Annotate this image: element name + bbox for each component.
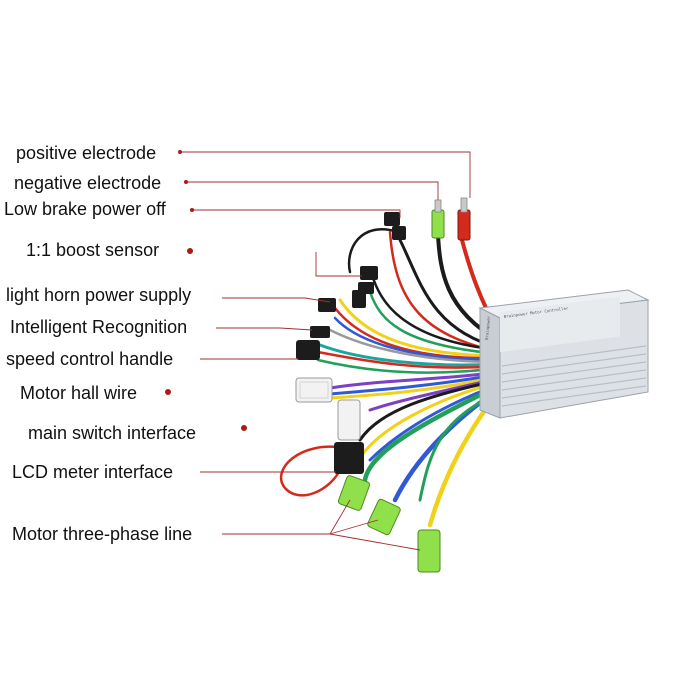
leader-brake	[192, 209, 401, 218]
connector-main-switch	[337, 399, 361, 441]
label-motor-hall: Motor hall wire	[20, 383, 138, 403]
leader-light-horn	[222, 297, 331, 303]
wire-handle-red	[316, 350, 502, 369]
leader-phase	[222, 499, 351, 535]
label-motor-three-phase: Motor three-phase line	[12, 524, 193, 544]
wire-bundle	[279, 228, 503, 528]
wire-recog-teal	[318, 343, 502, 367]
connector-negative	[431, 209, 445, 239]
connector-brake	[384, 212, 400, 226]
leader-boost-sensor	[315, 252, 362, 277]
wire-hall-blue	[328, 372, 502, 396]
wire-horn-blue	[333, 316, 502, 362]
connector-light-horn	[318, 298, 336, 312]
label-intelligent-recognition: Intelligent Recognition	[10, 317, 188, 337]
wire-phase-green	[362, 382, 503, 483]
dot-brake	[190, 208, 194, 212]
label-main-switch: main switch interface	[28, 423, 197, 443]
label-light-horn: light horn power supply	[6, 285, 192, 305]
dot-main-switch	[241, 425, 247, 431]
wire-horn-yellow	[338, 298, 502, 358]
connector-phase-1	[337, 475, 371, 511]
wire-handle-green	[316, 358, 502, 374]
connector-recognition	[310, 326, 330, 338]
label-low-brake: Low brake power off	[4, 199, 166, 219]
label-lcd-meter: LCD meter interface	[12, 462, 174, 482]
controller-housing: Brainpower Motor Controller Brainpower	[478, 289, 650, 419]
leader-positive	[180, 151, 471, 198]
label-boost-sensor: 1:1 boost sensor	[26, 240, 160, 260]
wire-sensor-green	[368, 290, 502, 356]
wire-hall-yellow	[328, 374, 502, 400]
wire-brake-loop	[347, 228, 400, 274]
leader-dots	[165, 150, 247, 431]
wire-lcd-yellow	[360, 380, 502, 457]
leader-recognition	[216, 327, 313, 331]
connector-hall	[295, 377, 333, 403]
connectors	[295, 197, 471, 573]
wire-hall-purple	[328, 370, 502, 390]
wire-lcd-blue	[368, 382, 502, 462]
label-positive-electrode: positive electrode	[16, 143, 157, 163]
dot-hall-wire	[165, 389, 171, 395]
wire-brake	[398, 238, 502, 350]
wire-sensor-black	[370, 273, 502, 352]
wire-sensor-red	[388, 230, 502, 354]
leader-negative	[186, 181, 439, 200]
connector-phase-3	[417, 529, 441, 573]
dot-boost-sensor	[187, 248, 193, 254]
label-negative-electrode: negative electrode	[14, 173, 162, 193]
label-speed-control: speed control handle	[6, 349, 174, 369]
connector-phase-2	[367, 498, 401, 536]
controller-brand: Brainpower	[484, 315, 491, 340]
wire-switch-loop	[279, 445, 347, 497]
wire-recog-white	[328, 328, 502, 364]
connector-positive	[457, 209, 471, 241]
connector-boost-sensor	[360, 266, 378, 280]
wire-horn-red	[333, 306, 502, 360]
dot-negative	[184, 180, 188, 184]
dot-positive	[178, 150, 182, 154]
wire-switch-black	[358, 378, 502, 442]
connector-speed-handle	[296, 340, 320, 360]
connector-lcd	[334, 442, 364, 474]
leader-lines	[180, 151, 471, 551]
